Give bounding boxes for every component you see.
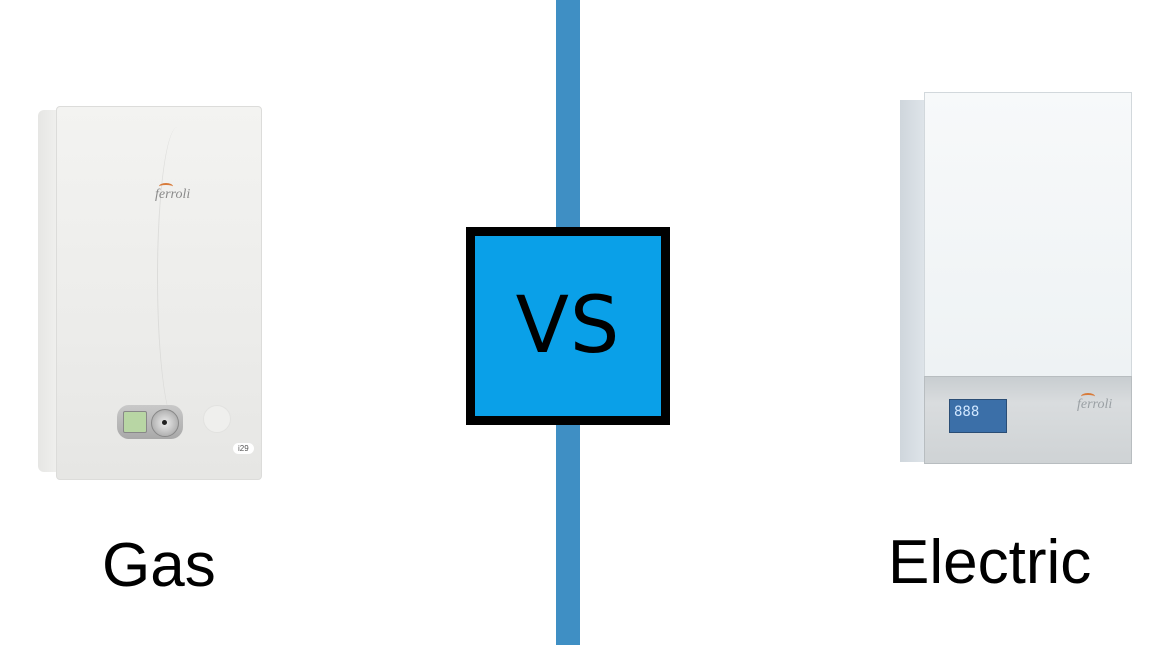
electric-brand-logo: ferroli <box>1077 397 1113 412</box>
vs-badge: VS <box>466 227 670 425</box>
electric-boiler-side <box>900 100 926 462</box>
gas-boiler-front: ferroli i29 <box>56 106 262 480</box>
gas-control-knob-icon <box>151 409 179 437</box>
electric-label: Electric <box>888 528 1092 597</box>
brand-logo-arc-icon <box>159 183 173 190</box>
decorative-curve <box>157 127 198 427</box>
vs-label: VS <box>515 281 621 371</box>
gas-brand-logo: ferroli <box>155 187 191 202</box>
electric-boiler-image: 888 ferroli <box>900 88 1132 468</box>
gas-control-panel <box>117 405 183 439</box>
gas-label: Gas <box>102 531 216 600</box>
lcd-digits: 888 <box>954 404 980 420</box>
gas-boiler-image: ferroli i29 <box>38 102 266 480</box>
gas-round-cap <box>203 405 231 433</box>
gas-lcd-display <box>123 411 147 433</box>
electric-boiler-front <box>924 92 1132 378</box>
brand-logo-arc-icon <box>1081 393 1095 400</box>
electric-control-panel: 888 ferroli <box>924 376 1132 464</box>
gas-boiler-side <box>38 110 60 472</box>
electric-lcd-display: 888 <box>949 399 1007 433</box>
gas-model-badge: i29 <box>233 443 254 454</box>
